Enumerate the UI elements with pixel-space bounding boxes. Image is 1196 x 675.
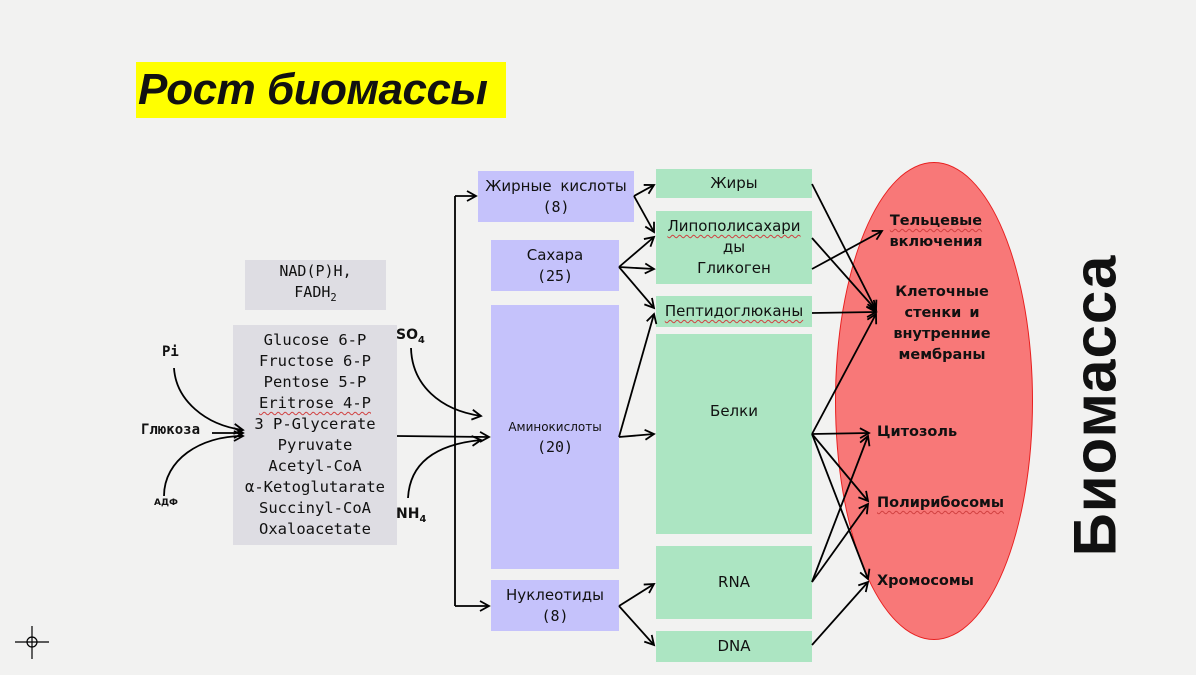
fatty-acids-label: Жирные кислоты [485, 176, 627, 195]
precursor-item: Oxaloacetate [259, 520, 371, 538]
arrow-precursors-to-amino-acids [396, 431, 491, 443]
nucleotides-box: Нуклеотиды (8) [491, 580, 619, 631]
dna-label: DNA [717, 637, 751, 655]
polyribosomes-label: Полирибосомы [877, 495, 1005, 511]
precursor-item: α-Ketoglutarate [245, 478, 385, 496]
input-glucose: Глюкоза [141, 422, 201, 438]
slide-title: Рост биомассы [136, 62, 506, 118]
sugars-label: Сахара [526, 245, 584, 264]
fatty-acids-count: (8) [542, 197, 570, 216]
precursor-item: Eritrose 4-P [259, 394, 371, 412]
fats-box: Жиры [656, 169, 812, 198]
arrow-amino-acids-to-peptidoglycans [618, 312, 658, 438]
precursor-item: Succinyl-CoA [259, 499, 371, 517]
arrow-amino-acids-to-proteins [618, 428, 656, 441]
rna-label: RNA [718, 573, 750, 591]
precursor-item: Acetyl-CoA [268, 457, 362, 475]
arrow-sugars-to-peptidoglycans [618, 266, 656, 310]
precursor-metabolites-box: Glucose 6-P Fructose 6-P Pentose 5-P Eri… [233, 325, 397, 545]
dna-box: DNA [656, 631, 812, 662]
precursor-item: Pentose 5-P [263, 373, 367, 391]
amino-acids-count: (20) [536, 437, 574, 456]
precursor-item: Glucose 6-P [263, 331, 367, 349]
lps-label-cont: ды [722, 238, 746, 256]
rna-box: RNA [656, 546, 812, 619]
amino-acids-label: Аминокислоты [508, 419, 602, 434]
precursor-item: Fructose 6-P [259, 352, 371, 370]
nucleotides-label: Нуклеотиды [506, 585, 604, 604]
sugars-count: (25) [536, 266, 574, 285]
arrow-adp-to-precursors [163, 430, 245, 497]
arrow-dna-to-chromosomes [811, 580, 870, 646]
peptidoglycans-box: Пептидоглюканы [656, 296, 812, 327]
proteins-label: Белки [710, 402, 758, 420]
input-so4: SO4 [396, 327, 425, 346]
input-pi: Pi [162, 344, 179, 360]
cofactors-box: NAD(P)H, FADH2 [245, 260, 386, 310]
amino-acids-box: Аминокислоты (20) [491, 305, 619, 569]
arrow-fatty-acids-to-fats [633, 184, 656, 197]
arrow-nucleotides-to-rna [618, 583, 656, 607]
crosshair-icon [15, 626, 49, 659]
arrow-fatty-acids-to-lps [633, 195, 655, 234]
cofactor-nadph: NAD(P)H, [279, 262, 352, 280]
fatty-acids-box: Жирные кислоты (8) [478, 171, 634, 222]
precursor-item: Pyruvate [277, 436, 353, 454]
inclusions-label: Тельцевые включения [889, 213, 983, 250]
nucleotides-count: (8) [541, 606, 569, 625]
proteins-box: Белки [656, 334, 812, 534]
precursor-item: 3 P-Glycerate [254, 415, 376, 433]
arrow-nh4-to-amino-acids [407, 435, 483, 499]
input-adp: АДФ [154, 498, 178, 508]
arrow-sugars-to-lps [618, 235, 656, 268]
arrow-nucleotides-to-dna [618, 605, 656, 647]
lps-label: Липополисахари [667, 217, 801, 235]
sugars-box: Сахара (25) [491, 240, 619, 291]
biomass-side-title-text: Биомасса [1061, 254, 1129, 556]
cytosol-label: Цитозоль [877, 424, 958, 440]
peptidoglycans-label: Пептидоглюканы [664, 302, 804, 320]
fats-label: Жиры [710, 174, 758, 192]
glycogen-label: Гликоген [697, 259, 771, 277]
cell-walls-membranes-label: Клеточные стенки и внутренние мембраны [893, 284, 991, 363]
arrow-sugars-to-glycogen [618, 262, 656, 275]
cofactor-fadh2: FADH2 [294, 283, 337, 304]
arrow-so4-to-amino-acids [410, 347, 483, 421]
lps-glycogen-box: Липополисахари ды Гликоген [656, 211, 812, 284]
input-nh4: NH4 [396, 506, 427, 525]
biomass-side-title: Биомасса [1050, 250, 1140, 560]
chromosomes-label: Хромосомы [877, 573, 974, 589]
